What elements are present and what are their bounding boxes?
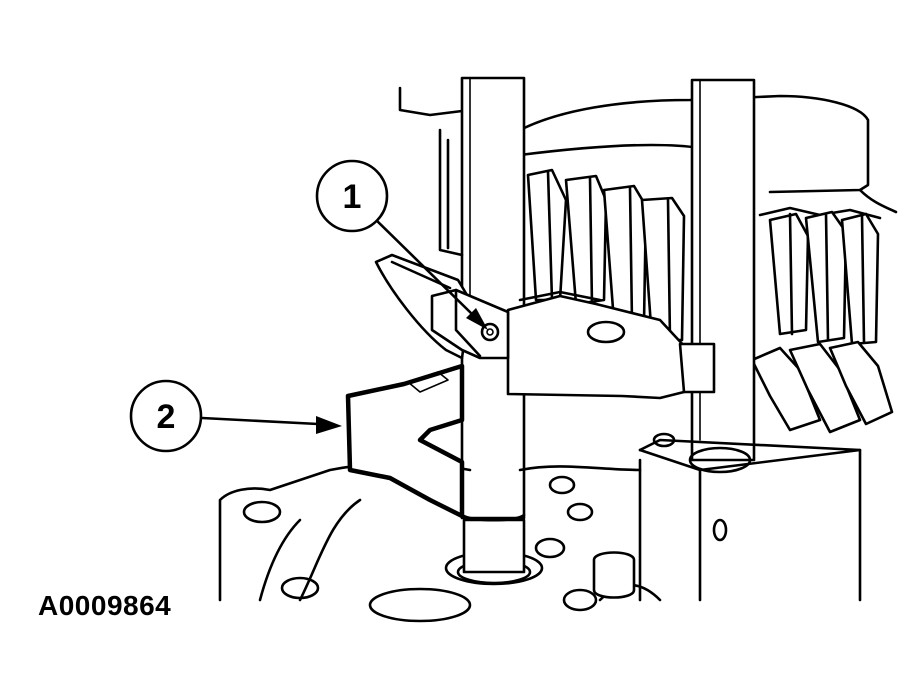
leader-line-2	[200, 416, 342, 434]
callout-2-label: 2	[157, 398, 176, 436]
gear-housing	[398, 86, 898, 214]
leader-line-1	[368, 212, 488, 330]
callout-1-label: 1	[343, 178, 362, 216]
left-bracket	[438, 128, 464, 257]
callout-1: 1	[315, 159, 389, 233]
selector-arm	[506, 290, 716, 400]
figure-id: A0009864	[38, 590, 172, 621]
callout-2: 2	[129, 379, 203, 453]
helical-gear	[526, 168, 686, 342]
shift-rail-right	[690, 78, 756, 462]
secondary-gear	[750, 206, 894, 434]
transmission-case	[218, 432, 862, 623]
shaft-bore	[444, 513, 544, 586]
